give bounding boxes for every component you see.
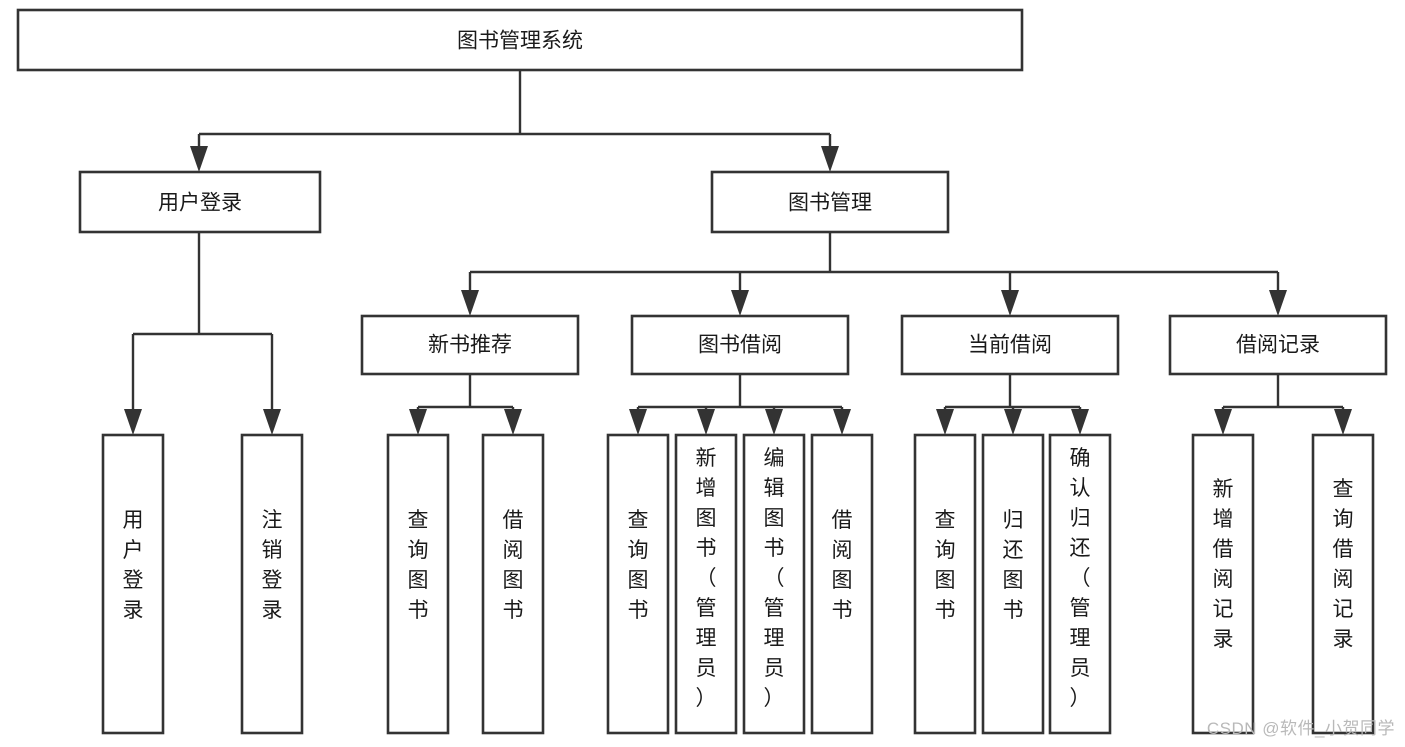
node-leaf-user-login-box[interactable] [101,433,165,735]
node-borrow-record-box[interactable] [1168,314,1388,376]
node-book-admin-box[interactable] [710,170,950,234]
node-leaf-user-login[interactable]: 用户登录 [101,433,165,735]
node-leaf-query-record[interactable]: 查询借阅记录 [1311,433,1375,735]
node-leaf-add-record-label: 新增借阅记录 [1213,478,1234,651]
node-leaf-query-book-2-box[interactable] [606,433,670,735]
arrow-to-book-admin [821,146,839,172]
node-leaf-borrow-book-1-label: 借阅图书 [503,509,524,622]
node-book-borrow-label: 图书借阅 [698,334,782,357]
arrow-to-leaf-query-record [1334,409,1352,435]
connector-group-current-borrow [936,374,1089,435]
node-book-admin-label: 图书管理 [788,192,872,215]
connector-group-book-admin [461,232,1287,316]
node-leaf-confirm-return-label: 确认归还（管理员） [1070,447,1091,710]
connector-group-root [190,70,839,172]
arrow-to-leaf-query-book-1 [409,409,427,435]
node-book-borrow-box[interactable] [630,314,850,376]
node-leaf-confirm-return-box[interactable] [1048,433,1112,735]
node-leaf-edit-book-box[interactable] [742,433,806,735]
node-leaf-query-record-box[interactable] [1311,433,1375,735]
arrow-to-leaf-borrow-book-1 [504,409,522,435]
node-leaf-borrow-book-2-box[interactable] [810,433,874,735]
arrow-to-leaf-query-book-3 [936,409,954,435]
arrow-to-leaf-user-login [124,409,142,435]
node-leaf-confirm-return[interactable]: 确认归还（管理员） [1048,433,1112,735]
node-leaf-borrow-book-1[interactable]: 借阅图书 [481,433,545,735]
node-leaf-query-book-3-box[interactable] [913,433,977,735]
arrow-to-new-book-rec [461,290,479,316]
node-leaf-add-book[interactable]: 新增图书（管理员） [674,433,738,735]
node-leaf-logout-label: 注销登录 [262,509,283,622]
node-leaf-add-record-box[interactable] [1191,433,1255,735]
node-leaf-logout-box[interactable] [240,433,304,735]
arrow-to-leaf-borrow-book-2 [833,409,851,435]
node-leaf-user-login-label: 用户登录 [123,509,144,622]
arrow-to-current-borrow [1001,290,1019,316]
arrow-to-leaf-return-book [1004,409,1022,435]
node-leaf-return-book-label: 归还图书 [1003,509,1024,622]
connector-group-book-borrow [629,374,851,435]
node-new-book-rec-label: 新书推荐 [428,334,512,357]
arrow-to-leaf-confirm-return [1071,409,1089,435]
node-leaf-query-book-1[interactable]: 查询图书 [386,433,450,735]
arrow-to-leaf-add-book [697,409,715,435]
connector-group-user-login [124,232,281,435]
node-user-login-box[interactable] [78,170,322,234]
node-leaf-add-book-label: 新增图书（管理员） [696,447,717,710]
arrow-to-leaf-query-book-2 [629,409,647,435]
arrow-to-leaf-logout [263,409,281,435]
node-current-borrow-label: 当前借阅 [968,334,1052,357]
node-leaf-query-book-1-box[interactable] [386,433,450,735]
node-leaf-query-record-label: 查询借阅记录 [1333,478,1354,651]
node-leaf-borrow-book-2[interactable]: 借阅图书 [810,433,874,735]
node-new-book-rec[interactable]: 新书推荐 [360,314,580,376]
node-leaf-edit-book-label: 编辑图书（管理员） [764,447,785,710]
connector-group-borrow-record [1214,374,1352,435]
node-leaf-return-book-box[interactable] [981,433,1045,735]
node-leaf-edit-book[interactable]: 编辑图书（管理员） [742,433,806,735]
node-borrow-record[interactable]: 借阅记录 [1168,314,1388,376]
node-current-borrow-box[interactable] [900,314,1120,376]
node-leaf-query-book-1-label: 查询图书 [408,509,429,622]
node-user-login[interactable]: 用户登录 [78,170,322,234]
node-leaf-return-book[interactable]: 归还图书 [981,433,1045,735]
node-leaf-logout[interactable]: 注销登录 [240,433,304,735]
node-user-login-label: 用户登录 [158,192,242,215]
node-leaf-add-book-box[interactable] [674,433,738,735]
node-root[interactable]: 图书管理系统 [16,8,1024,72]
node-leaf-query-book-3-label: 查询图书 [935,509,956,622]
node-borrow-record-label: 借阅记录 [1236,334,1320,357]
node-book-admin[interactable]: 图书管理 [710,170,950,234]
node-leaf-borrow-book-1-box[interactable] [481,433,545,735]
arrow-to-leaf-add-record [1214,409,1232,435]
node-leaf-add-record[interactable]: 新增借阅记录 [1191,433,1255,735]
node-leaf-borrow-book-2-label: 借阅图书 [832,509,853,622]
arrow-to-leaf-edit-book [765,409,783,435]
arrow-to-borrow-record [1269,290,1287,316]
arrow-to-book-borrow [731,290,749,316]
node-current-borrow[interactable]: 当前借阅 [900,314,1120,376]
node-new-book-rec-box[interactable] [360,314,580,376]
node-book-borrow[interactable]: 图书借阅 [630,314,850,376]
node-leaf-query-book-3[interactable]: 查询图书 [913,433,977,735]
node-root-box[interactable] [16,8,1024,72]
csdn-watermark: CSDN @软件_小贺同学 [1206,719,1395,738]
node-leaf-query-book-2-label: 查询图书 [628,509,649,622]
connector-group-new-book-rec [409,374,522,435]
arrow-to-user-login [190,146,208,172]
node-leaf-query-book-2[interactable]: 查询图书 [606,433,670,735]
node-root-label: 图书管理系统 [457,30,583,53]
